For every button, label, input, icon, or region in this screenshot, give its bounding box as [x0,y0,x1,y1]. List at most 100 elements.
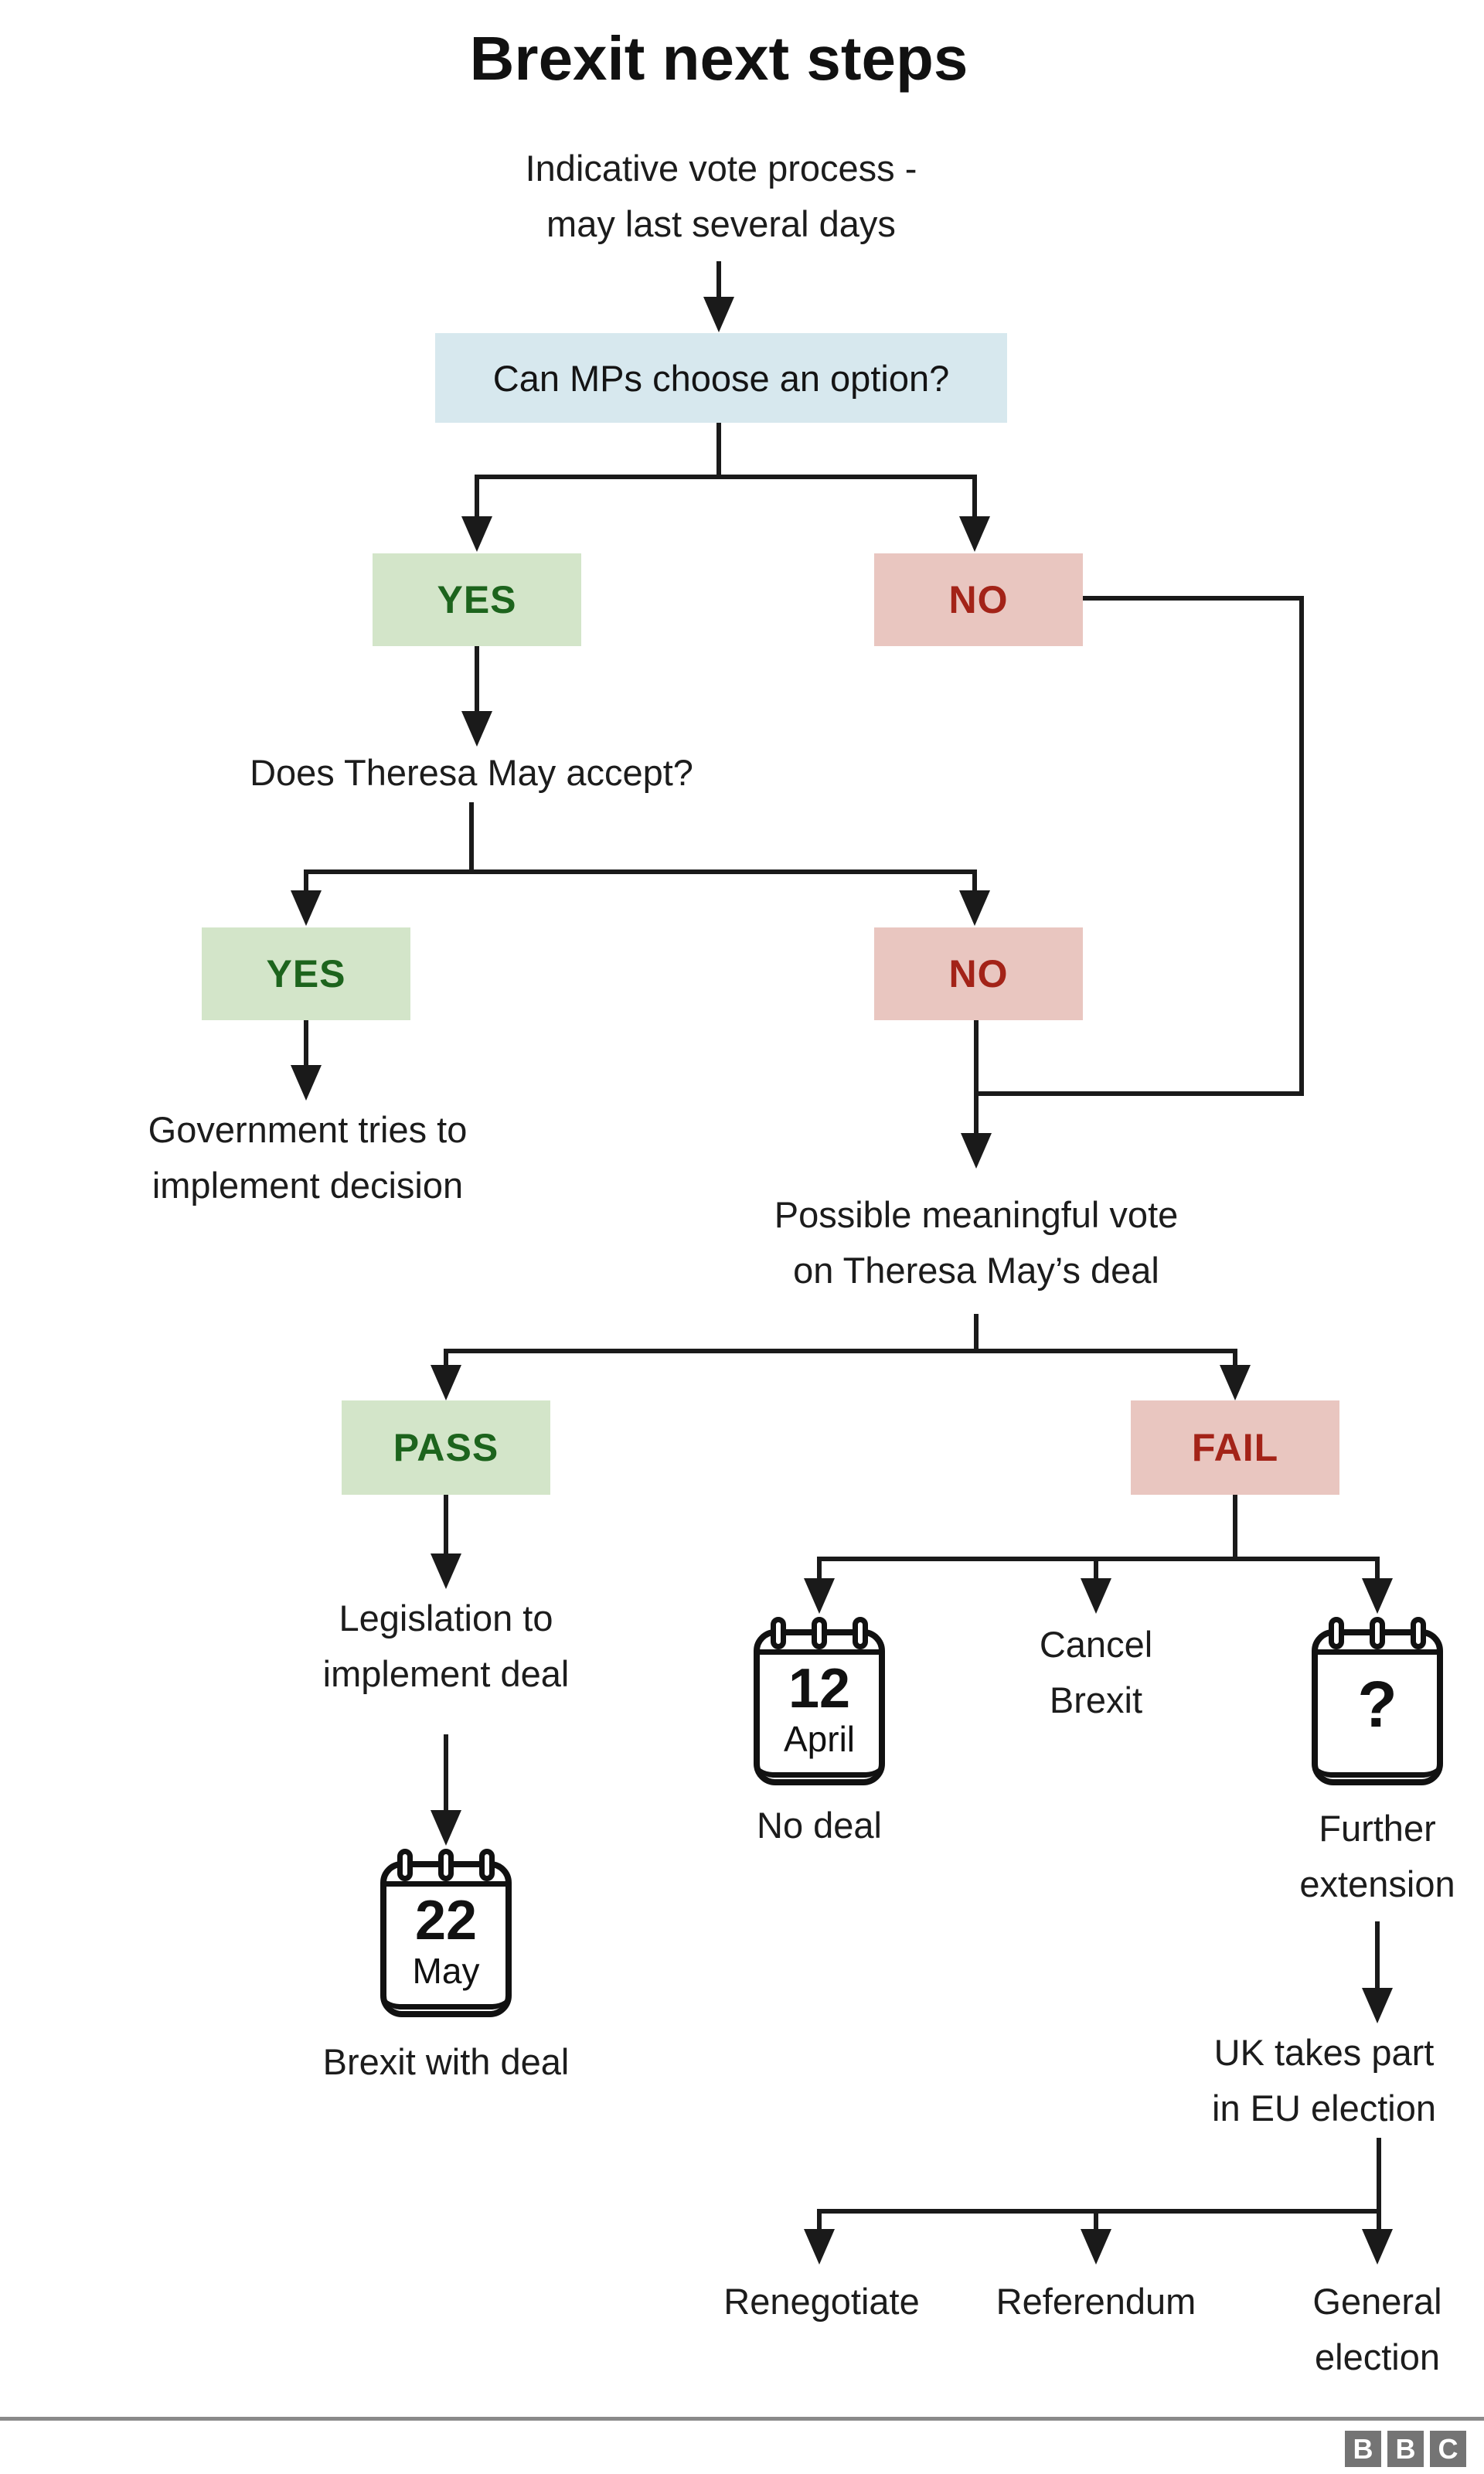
flow-line [1094,1557,1098,1578]
calendar-day: 22 [414,1890,478,1952]
calendar-day: 12 [788,1658,851,1720]
arrow-down-icon [1081,1578,1111,1614]
question-theresa-may: Does Theresa May accept? [250,752,693,793]
arrow-down-icon [431,1365,461,1400]
govt-implement-line-1: Government tries to [148,1109,468,1150]
flow-line [972,869,977,897]
renegotiate-label: Renegotiate [723,2281,920,2322]
bbc-logo-letter: B [1345,2431,1381,2467]
legislation-text: Legislation to implement deal [323,1591,570,1702]
arrow-down-icon [1362,2229,1393,2265]
eu-election-line-1: UK takes part [1213,2032,1435,2073]
flow-line [974,1020,979,1135]
flow-line [817,2209,1381,2214]
calendar-ring-icon [1411,1617,1426,1649]
flow-line [475,475,479,519]
flow-line [444,1734,448,1812]
calendar-22-may-icon: 22 May [380,1849,512,2017]
flow-line [304,869,308,897]
arrow-down-icon [959,516,990,552]
calendar-header-line [383,1881,509,1887]
arrow-down-icon [804,2229,835,2265]
calendar-footer-line [757,1761,882,1778]
no-box-2: NO [874,927,1083,1020]
cancel-brexit-line-1: Cancel [1039,1624,1153,1665]
arrow-down-icon [961,1133,992,1169]
cancel-brexit-text: Cancel Brexit [1040,1617,1152,1728]
meaningful-vote-line-2: on Theresa May’s deal [793,1250,1159,1291]
flow-line [469,802,474,872]
general-election-line-2: election [1315,2336,1440,2377]
arrow-down-icon [291,890,322,926]
eu-election-text: UK takes part in EU election [1212,2025,1436,2136]
flow-line [305,869,977,874]
flow-line [1094,2209,1098,2231]
meaningful-vote-line-1: Possible meaningful vote [774,1194,1179,1235]
fail-box: FAIL [1131,1400,1339,1495]
govt-implement-text: Government tries to implement decision [148,1102,468,1213]
calendar-ring-icon [479,1849,495,1881]
yes-box-2: YES [202,927,410,1020]
flow-line [444,1349,1237,1353]
arrow-down-icon [291,1065,322,1101]
flow-line [1377,2209,1381,2231]
further-extension-line-1: Further [1319,1808,1436,1849]
calendar-question-mark: ? [1357,1668,1397,1741]
flow-line [1083,596,1304,601]
arrow-down-icon [431,1553,461,1589]
calendar-12-april-icon: 12 April [754,1617,885,1785]
cancel-brexit-line-2: Brexit [1049,1679,1143,1720]
arrow-down-icon [1362,1578,1393,1614]
subtitle: Indicative vote process - may last sever… [526,141,917,252]
calendar-month: April [783,1719,856,1759]
flow-line [972,475,977,519]
pass-box: PASS [342,1400,550,1495]
no-deal-label: No deal [757,1805,882,1846]
legislation-line-2: implement deal [322,1653,570,1694]
referendum-label: Referendum [996,2281,1196,2322]
flow-line [1375,1557,1380,1578]
eu-election-line-2: in EU election [1212,2088,1436,2129]
calendar-ring-icon [397,1849,413,1881]
page-title: Brexit next steps [469,24,968,93]
calendar-footer-line [1315,1761,1440,1778]
general-election-label: General election [1312,2274,1441,2385]
flow-line [976,1091,1304,1096]
flow-line [1233,1349,1237,1369]
calendar-unknown-icon: ? [1312,1617,1443,1785]
calendar-header-line [1314,1649,1441,1655]
flow-line [444,1349,448,1369]
flow-line [475,646,479,714]
arrow-down-icon [1081,2229,1111,2265]
calendar-ring-icon [1370,1617,1385,1649]
brexit-with-deal-label: Brexit with deal [322,2041,570,2082]
legislation-line-1: Legislation to [339,1598,553,1639]
arrow-down-icon [431,1810,461,1846]
subtitle-line-1: Indicative vote process - [525,148,917,189]
arrow-down-icon [703,297,734,332]
arrow-down-icon [1362,1988,1393,2023]
yes-box-1: YES [373,553,581,646]
subtitle-line-2: may last several days [546,203,896,244]
bbc-logo-letter: B [1387,2431,1424,2467]
govt-implement-line-2: implement decision [151,1165,464,1206]
calendar-month: May [412,1951,480,1991]
footer-divider [0,2417,1484,2421]
calendar-ring-icon [771,1617,786,1649]
general-election-line-1: General [1312,2281,1442,2322]
flow-line [304,1020,308,1067]
flow-line [475,475,977,479]
further-extension-line-2: extension [1299,1863,1455,1904]
no-box-1: NO [874,553,1083,646]
calendar-ring-icon [438,1849,454,1881]
arrow-down-icon [959,890,990,926]
flow-line [1233,1495,1237,1559]
meaningful-vote-text: Possible meaningful vote on Theresa May’… [774,1187,1179,1298]
flow-line [817,1557,1380,1561]
calendar-footer-line [383,1993,509,2009]
flow-line [974,1314,979,1351]
question-box-mps-option: Can MPs choose an option? [435,333,1007,423]
calendar-body [1312,1629,1443,1785]
bbc-logo: B B C [1345,2431,1466,2467]
